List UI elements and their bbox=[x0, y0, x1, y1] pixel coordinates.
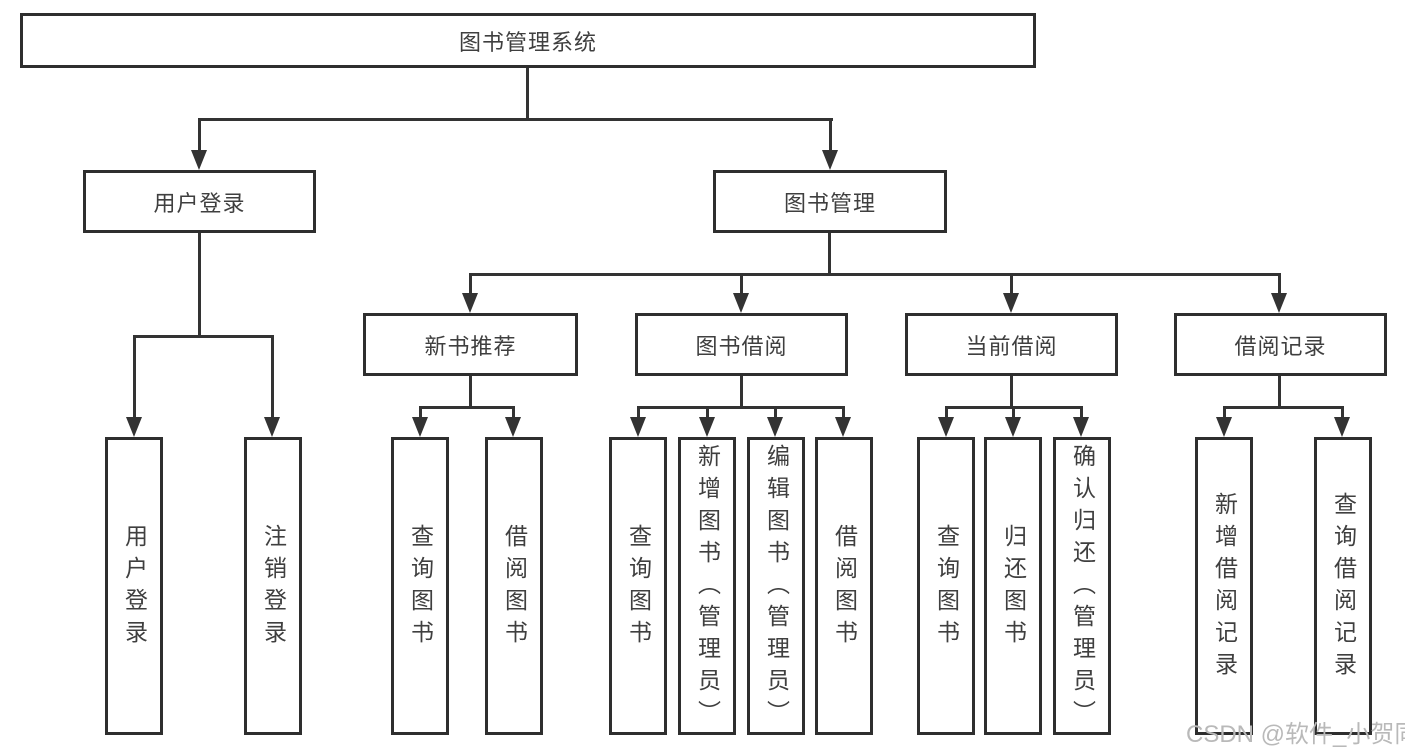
connector-line bbox=[198, 118, 833, 121]
connector-line bbox=[1010, 376, 1013, 406]
connector-line bbox=[1012, 406, 1015, 421]
connector-line bbox=[706, 406, 709, 421]
arrowhead bbox=[505, 417, 521, 437]
connector-line bbox=[1341, 406, 1344, 421]
node-user-login: 用户登录 bbox=[83, 170, 316, 233]
connector-line bbox=[271, 335, 274, 421]
arrowhead bbox=[630, 417, 646, 437]
connector-line bbox=[419, 406, 515, 409]
connector-line bbox=[469, 376, 472, 406]
leaf-edit-books-admin: 编辑图书（管理员） bbox=[747, 437, 805, 735]
leaf-logout: 注销登录 bbox=[244, 437, 302, 735]
connector-line bbox=[1223, 406, 1344, 409]
arrowhead bbox=[264, 417, 280, 437]
leaf-query-books-current: 查询图书 bbox=[917, 437, 975, 735]
node-book-management: 图书管理 bbox=[713, 170, 947, 233]
arrowhead bbox=[412, 417, 428, 437]
arrowhead bbox=[1003, 293, 1019, 313]
node-root-library-system: 图书管理系统 bbox=[20, 13, 1036, 68]
connector-line bbox=[133, 335, 136, 421]
connector-line bbox=[740, 376, 743, 406]
arrowhead bbox=[1334, 417, 1350, 437]
leaf-query-books-recommend: 查询图书 bbox=[391, 437, 449, 735]
connector-line bbox=[637, 406, 640, 421]
connector-line bbox=[1223, 406, 1226, 421]
arrowhead bbox=[733, 293, 749, 313]
leaf-add-books-admin: 新增图书（管理员） bbox=[678, 437, 736, 735]
leaf-query-books-borrow: 查询图书 bbox=[609, 437, 667, 735]
node-user-login-label: 用户登录 bbox=[153, 190, 246, 216]
arrowhead bbox=[1073, 417, 1089, 437]
leaf-return-books: 归还图书 bbox=[984, 437, 1042, 735]
arrowhead bbox=[767, 417, 783, 437]
connector-line bbox=[829, 118, 832, 154]
node-root-label: 图书管理系统 bbox=[458, 29, 597, 55]
connector-line bbox=[828, 233, 831, 273]
node-new-book-recommend: 新书推荐 bbox=[363, 313, 578, 376]
connector-line bbox=[740, 273, 743, 297]
node-book-management-label: 图书管理 bbox=[783, 190, 876, 216]
connector-line bbox=[419, 406, 422, 421]
connector-line bbox=[133, 335, 274, 338]
connector-line bbox=[469, 273, 1281, 276]
connector-line bbox=[945, 406, 948, 421]
connector-line bbox=[1080, 406, 1083, 421]
connector-line bbox=[469, 273, 472, 297]
node-new-book-recommend-label: 新书推荐 bbox=[424, 333, 517, 359]
leaf-query-borrow-record: 查询借阅记录 bbox=[1314, 437, 1372, 735]
arrowhead bbox=[938, 417, 954, 437]
node-current-borrow: 当前借阅 bbox=[905, 313, 1118, 376]
leaf-confirm-return-admin: 确认归还（管理员） bbox=[1053, 437, 1111, 735]
arrowhead bbox=[191, 150, 207, 170]
connector-line bbox=[526, 66, 529, 118]
connector-line bbox=[637, 406, 845, 409]
arrowhead bbox=[1271, 293, 1287, 313]
node-current-borrow-label: 当前借阅 bbox=[965, 333, 1058, 359]
connector-line bbox=[1278, 273, 1281, 297]
arrowhead bbox=[699, 417, 715, 437]
arrowhead bbox=[462, 293, 478, 313]
node-book-borrow-label: 图书借阅 bbox=[695, 333, 788, 359]
connector-line bbox=[198, 118, 201, 154]
arrowhead bbox=[126, 417, 142, 437]
connector-line bbox=[1010, 273, 1013, 297]
node-borrow-record-label: 借阅记录 bbox=[1234, 333, 1327, 359]
node-book-borrow: 图书借阅 bbox=[635, 313, 848, 376]
leaf-borrow-books-recommend: 借阅图书 bbox=[485, 437, 543, 735]
node-borrow-record: 借阅记录 bbox=[1174, 313, 1387, 376]
connector-line bbox=[1278, 376, 1281, 406]
leaf-borrow-books: 借阅图书 bbox=[815, 437, 873, 735]
connector-line bbox=[842, 406, 845, 421]
connector-line bbox=[512, 406, 515, 421]
arrowhead bbox=[822, 150, 838, 170]
connector-line bbox=[198, 233, 201, 335]
arrowhead bbox=[1216, 417, 1232, 437]
leaf-add-borrow-record: 新增借阅记录 bbox=[1195, 437, 1253, 735]
connector-line bbox=[774, 406, 777, 421]
csdn-watermark: CSDN @软件_小贺同学 bbox=[1186, 721, 1405, 747]
arrowhead bbox=[835, 417, 851, 437]
arrowhead bbox=[1005, 417, 1021, 437]
leaf-user-login: 用户登录 bbox=[105, 437, 163, 735]
